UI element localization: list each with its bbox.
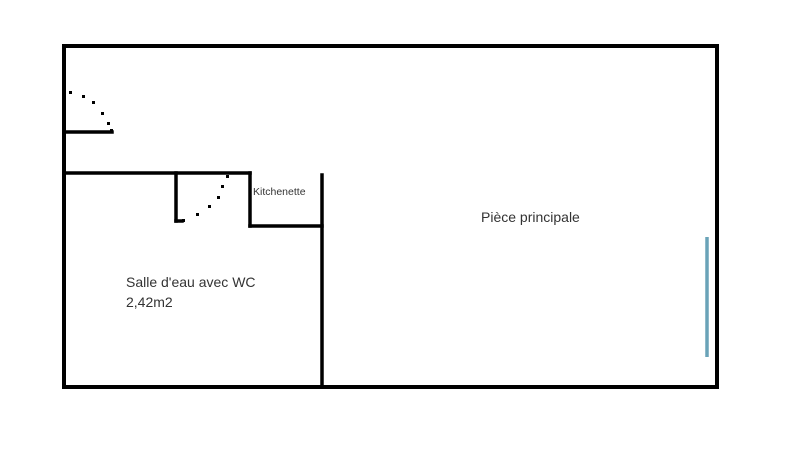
bathroom-label: Salle d'eau avec WC — [126, 274, 256, 290]
outer-walls — [62, 44, 719, 389]
bathroom-label-group: Salle d'eau avec WC 2,42m2 — [126, 272, 256, 312]
kitchenette-label: Kitchenette — [253, 186, 306, 198]
interior-walls — [62, 130, 324, 389]
main-room-label: Pièce principale — [481, 209, 580, 225]
bathroom-door-swing-icon — [182, 175, 229, 222]
door-swings — [69, 91, 229, 222]
entry-door-swing-icon — [69, 91, 113, 132]
bathroom-area: 2,42m2 — [126, 294, 173, 310]
